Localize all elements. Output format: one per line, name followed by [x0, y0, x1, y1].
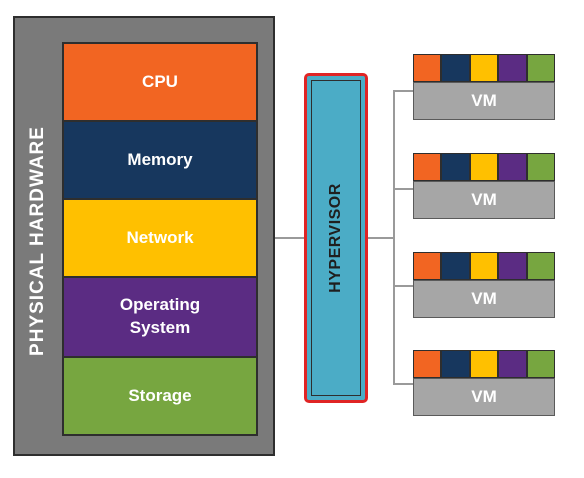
vm-cpu-chip [413, 350, 442, 378]
vm-network-chip [469, 252, 499, 280]
hypervisor-label: HYPERVISOR [327, 183, 344, 293]
vm-os-chip [498, 350, 527, 378]
vm-resource-strip [413, 252, 555, 280]
vm-storage-chip [526, 153, 555, 181]
vm-resource-strip [413, 54, 555, 82]
physical-hardware-label: PHYSICAL HARDWARE [27, 126, 48, 356]
vm-storage-chip [526, 350, 555, 378]
vm-branch-line [393, 90, 413, 92]
hypervisor-trunk-connector [368, 237, 393, 239]
hypervisor-block: HYPERVISOR [304, 73, 368, 403]
vm-cpu-chip [413, 54, 442, 82]
vm-memory-chip [441, 153, 470, 181]
storage-label: Storage [128, 385, 192, 405]
vm-storage-chip [526, 54, 555, 82]
vm-network-chip [469, 350, 499, 378]
cpu-layer: CPU [62, 42, 258, 122]
memory-label: Memory [127, 149, 193, 169]
network-label: Network [126, 227, 194, 247]
vm-os-chip [498, 153, 527, 181]
vm-storage-chip [526, 252, 555, 280]
storage-layer: Storage [62, 356, 258, 436]
vm-network-chip [469, 54, 499, 82]
vm-bus-line [393, 90, 395, 384]
vm-resource-strip [413, 153, 555, 181]
vm-network-chip [469, 153, 499, 181]
vm-cpu-chip [413, 252, 442, 280]
cpu-label: CPU [142, 71, 178, 91]
vm-cpu-chip [413, 153, 442, 181]
vm-label: VM [413, 378, 555, 416]
vm-os-chip [498, 54, 527, 82]
vm-branch-line [393, 383, 413, 385]
vm-memory-chip [441, 252, 470, 280]
vm-branch-line [393, 285, 413, 287]
vm-label: VM [413, 82, 555, 120]
vm-branch-line [393, 188, 413, 190]
hypervisor-inner-frame [311, 80, 361, 396]
vm-memory-chip [441, 54, 470, 82]
vm-unit: VM [413, 54, 555, 122]
vm-resource-strip [413, 350, 555, 378]
vm-os-chip [498, 252, 527, 280]
vm-unit: VM [413, 252, 555, 320]
memory-layer: Memory [62, 120, 258, 200]
vm-unit: VM [413, 153, 555, 221]
hardware-hypervisor-connector [275, 237, 304, 239]
vm-label: VM [413, 181, 555, 219]
vm-memory-chip [441, 350, 470, 378]
operating-system-label: Operating System [119, 295, 201, 337]
network-layer: Network [62, 198, 258, 278]
vm-unit: VM [413, 350, 555, 418]
operating-system-layer: Operating System [62, 276, 258, 358]
vm-label: VM [413, 280, 555, 318]
